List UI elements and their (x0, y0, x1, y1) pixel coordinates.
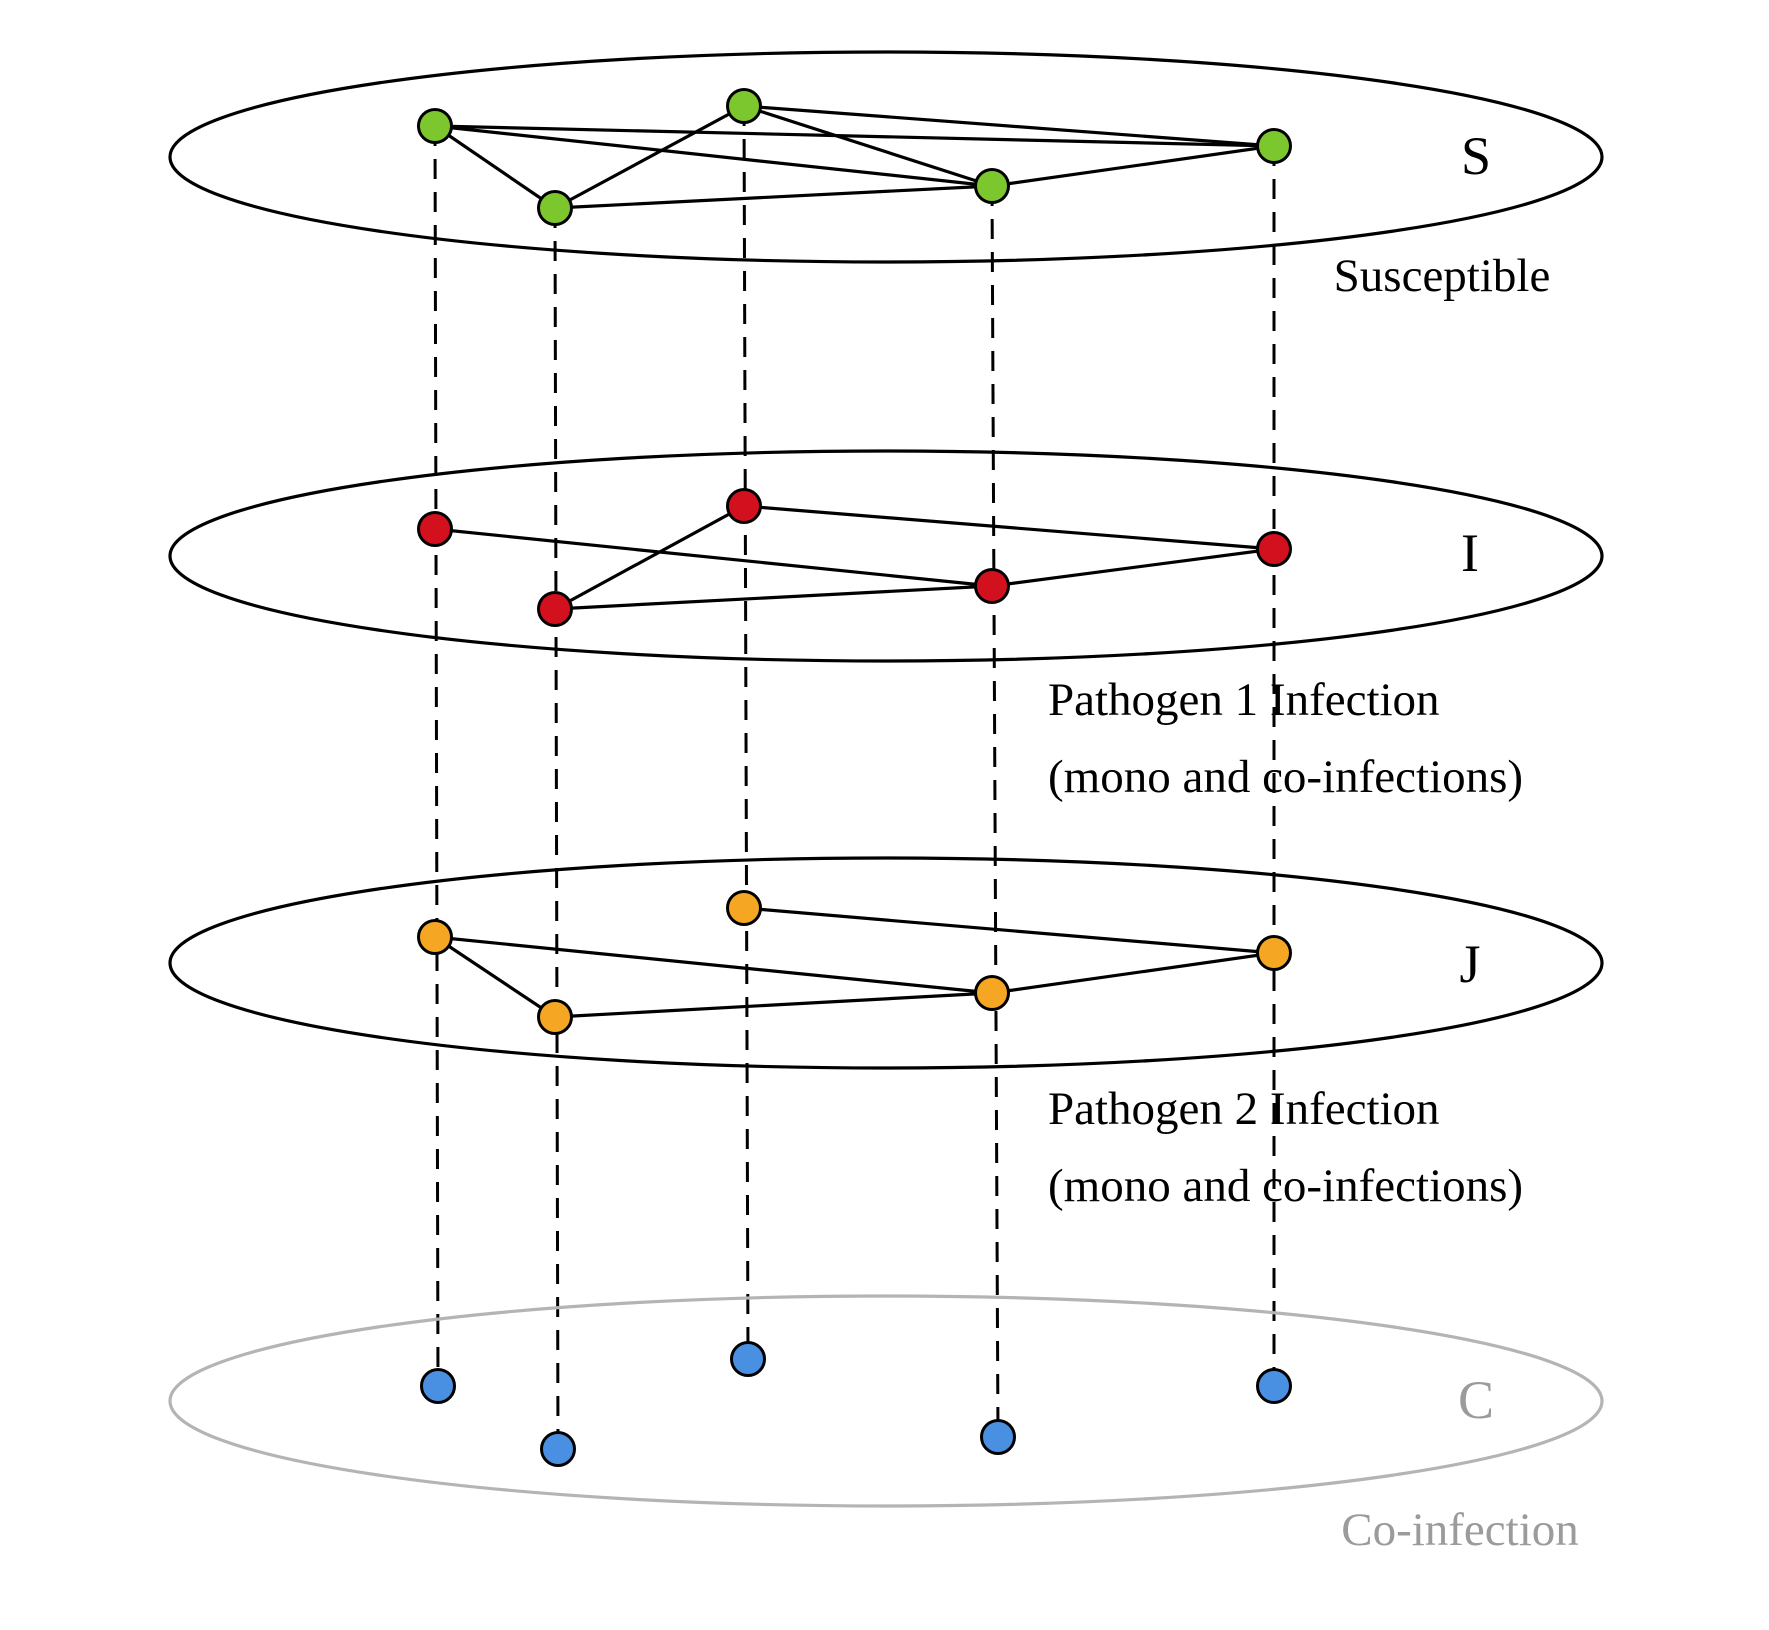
edge-i-5 (991, 547, 1275, 588)
interlayer-link-2 (553, 207, 560, 1450)
layer-edges-s (434, 104, 1275, 210)
layer-label-c: C (1458, 1370, 1494, 1430)
interlayer-links (433, 105, 1276, 1450)
edge-s-3 (434, 124, 1275, 148)
edge-i-4 (743, 504, 1275, 551)
node-s-3 (726, 88, 762, 124)
node-s-1 (417, 108, 453, 144)
node-c-4 (980, 1419, 1016, 1455)
node-j-1 (417, 919, 453, 955)
edge-s-1 (434, 124, 556, 210)
edge-j-2 (434, 935, 993, 995)
edge-s-5 (554, 184, 993, 210)
layer-susceptible: S Susceptible (168, 50, 1604, 302)
node-s-4 (974, 168, 1010, 204)
layer-nodes-s (417, 88, 1292, 226)
node-i-4 (974, 568, 1010, 604)
layer-nodes-i (417, 488, 1292, 627)
layer-pathogen-2: J Pathogen 2 Infection (mono and co-infe… (168, 856, 1604, 1212)
layer-label-s: S (1461, 126, 1491, 186)
edge-i-3 (554, 584, 993, 611)
edge-j-3 (554, 991, 993, 1019)
node-i-3 (726, 488, 762, 524)
node-c-5 (1256, 1368, 1292, 1404)
layer-nodes-c (420, 1341, 1292, 1467)
edge-i-2 (554, 504, 745, 611)
interlayer-link-4 (990, 185, 1000, 1438)
layer-caption-s-line-1: Susceptible (1334, 250, 1551, 302)
layer-label-j: J (1459, 934, 1480, 994)
layer-caption-c-line-1: Co-infection (1341, 1504, 1579, 1556)
layer-pathogen-1: I Pathogen 1 Infection (mono and co-infe… (168, 449, 1604, 803)
layer-co-infection: C Co-infection (168, 1294, 1604, 1556)
node-s-5 (1256, 128, 1292, 164)
layer-label-i: I (1461, 523, 1479, 583)
edge-s-6 (743, 104, 993, 188)
node-j-2 (537, 999, 573, 1035)
node-c-2 (540, 1431, 576, 1467)
layer-caption-j-line-1: Pathogen 2 Infection (1048, 1083, 1440, 1135)
node-j-4 (974, 975, 1010, 1011)
layer-caption-j-line-2: (mono and co-infections) (1048, 1160, 1523, 1212)
layer-ring-s (168, 50, 1604, 264)
node-i-2 (537, 591, 573, 627)
edge-s-2 (434, 124, 993, 188)
layer-ring-i (168, 449, 1604, 663)
edge-s-7 (743, 104, 1275, 148)
layer-edges-i (434, 504, 1275, 611)
layer-nodes-j (417, 890, 1292, 1035)
edge-j-4 (743, 906, 1275, 955)
layer-ring-c (168, 1294, 1604, 1508)
layer-edges-j (434, 906, 1275, 1019)
layer-ring-j (168, 856, 1604, 1070)
edge-s-8 (991, 144, 1275, 188)
edge-j-1 (434, 935, 556, 1019)
interlayer-link-1 (433, 125, 440, 1387)
edge-i-1 (434, 527, 993, 588)
node-i-1 (417, 511, 453, 547)
layer-caption-i-line-1: Pathogen 1 Infection (1048, 674, 1440, 726)
layer-caption-i-line-2: (mono and co-infections) (1048, 751, 1523, 803)
node-i-5 (1256, 531, 1292, 567)
node-c-3 (730, 1341, 766, 1377)
edge-s-4 (554, 104, 745, 210)
node-j-5 (1256, 935, 1292, 971)
node-s-2 (537, 190, 573, 226)
node-j-3 (726, 890, 762, 926)
edge-j-5 (991, 951, 1275, 995)
node-c-1 (420, 1368, 456, 1404)
interlayer-link-3 (742, 105, 750, 1360)
